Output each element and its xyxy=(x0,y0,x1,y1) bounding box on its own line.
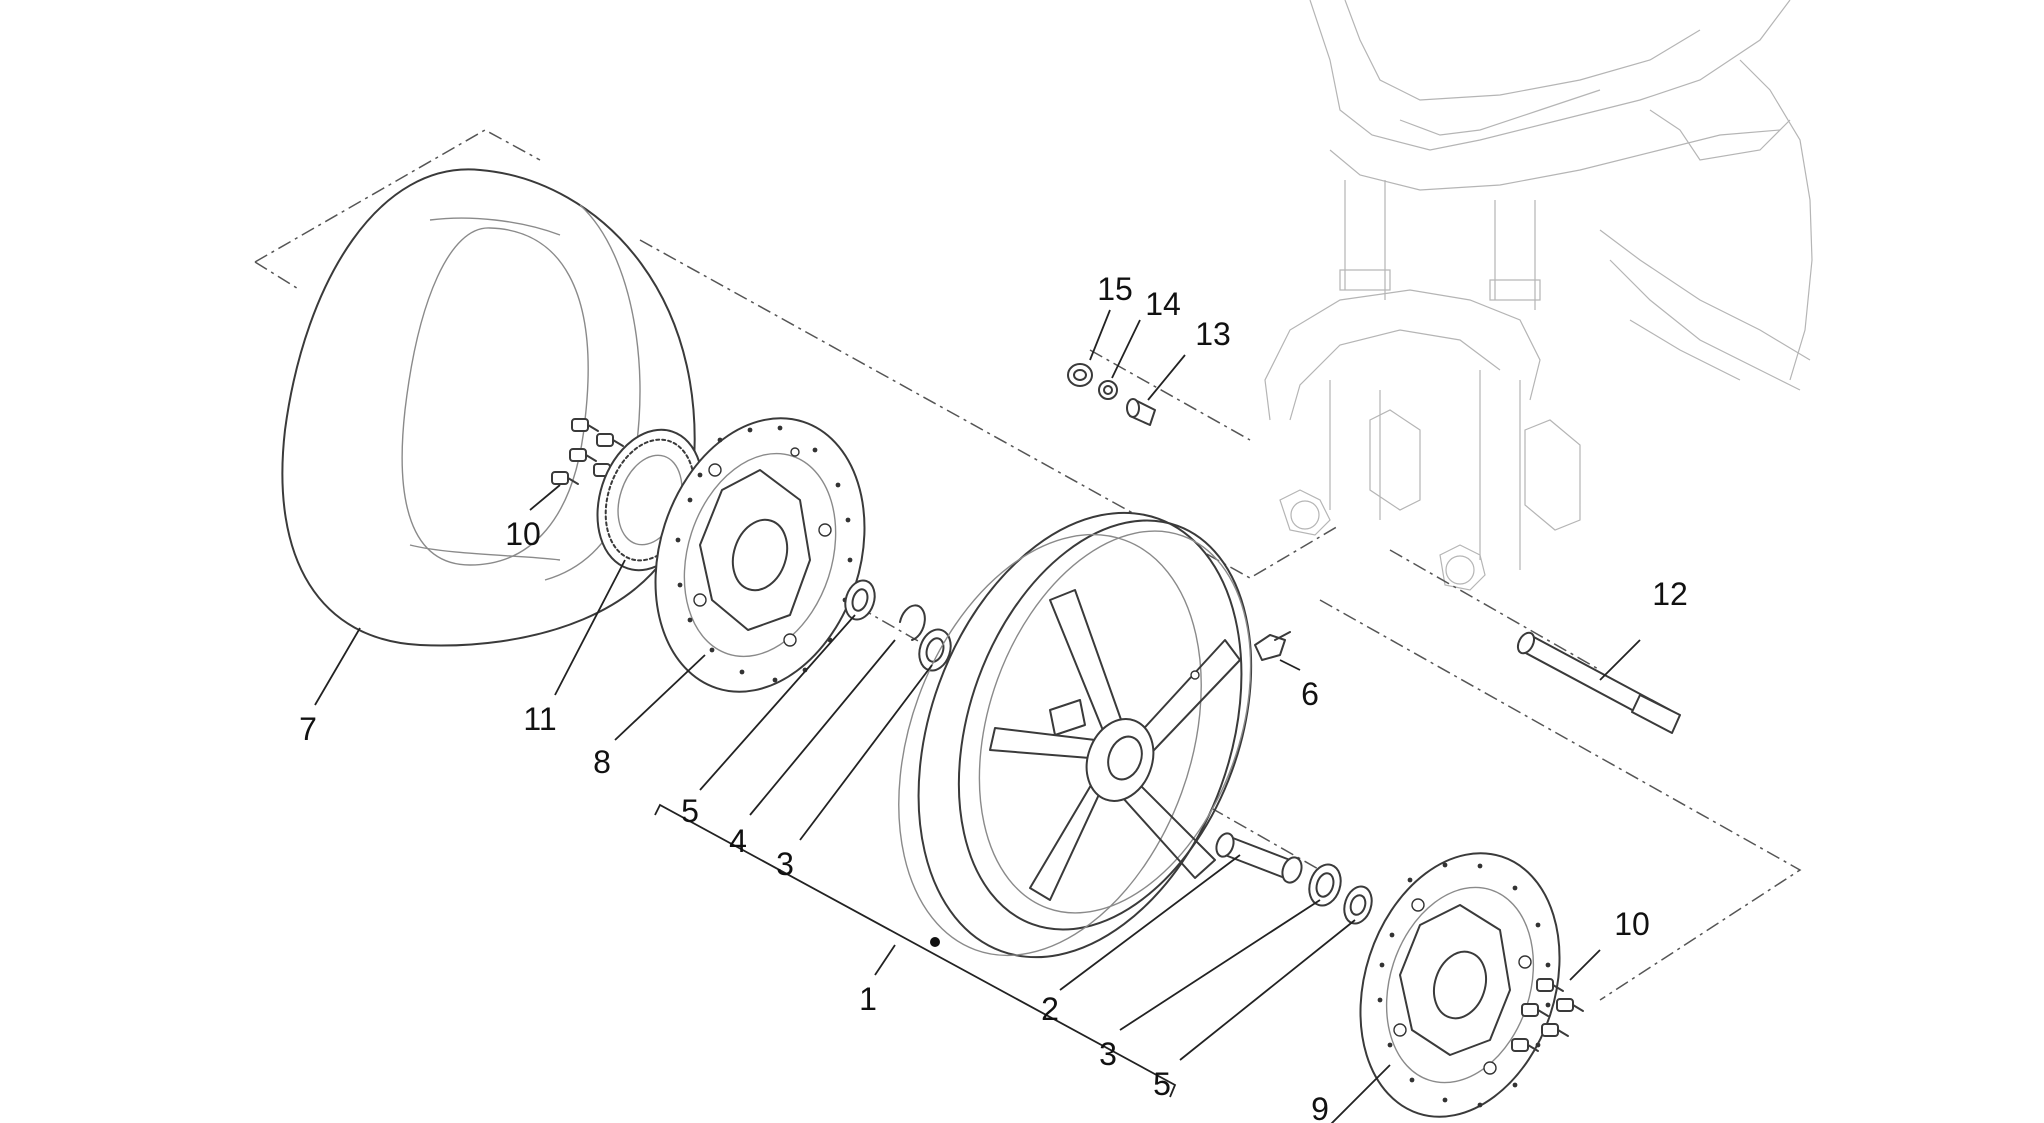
callout-3-right: 3 xyxy=(1099,1036,1117,1072)
callout-2: 2 xyxy=(1041,991,1059,1027)
brake-disc-right xyxy=(1359,852,1561,1118)
wheel-assembly-bracket xyxy=(654,803,1177,1098)
callout-6: 6 xyxy=(1301,676,1319,712)
callout-14: 14 xyxy=(1145,286,1181,322)
tire-valve xyxy=(1254,631,1291,661)
callout-11: 11 xyxy=(523,701,556,737)
callout-5-left: 5 xyxy=(681,793,699,829)
callout-10-right: 10 xyxy=(1614,906,1650,942)
wheel-rim xyxy=(898,511,1253,959)
wheel-spacer xyxy=(1215,832,1303,884)
callout-13: 13 xyxy=(1195,316,1231,352)
callout-12: 12 xyxy=(1652,576,1688,612)
left-bearing-stack xyxy=(844,579,952,672)
callout-10-left: 10 xyxy=(505,516,541,552)
leader-lines xyxy=(314,309,1641,1123)
tire xyxy=(281,168,696,647)
callout-7: 7 xyxy=(299,711,317,747)
callout-1: 1 xyxy=(859,981,877,1017)
bolt-set-left xyxy=(551,418,624,485)
callout-4: 4 xyxy=(729,823,747,859)
callout-8: 8 xyxy=(593,744,611,780)
right-bearing-stack xyxy=(1308,863,1373,925)
callout-9: 9 xyxy=(1311,1091,1329,1123)
wheel-axle xyxy=(1516,631,1681,734)
small-spacer-stack xyxy=(1067,363,1156,426)
callout-15: 15 xyxy=(1097,271,1133,307)
bolt-set-right xyxy=(1511,978,1584,1052)
callout-3-left: 3 xyxy=(776,846,794,882)
callout-5-right: 5 xyxy=(1153,1066,1171,1102)
brake-disc-left xyxy=(654,417,866,693)
motorcycle-front-illustration xyxy=(1264,0,1813,591)
callout-labels: 1 2 3 3 4 5 5 6 7 8 9 10 10 11 12 13 14 … xyxy=(299,271,1688,1123)
